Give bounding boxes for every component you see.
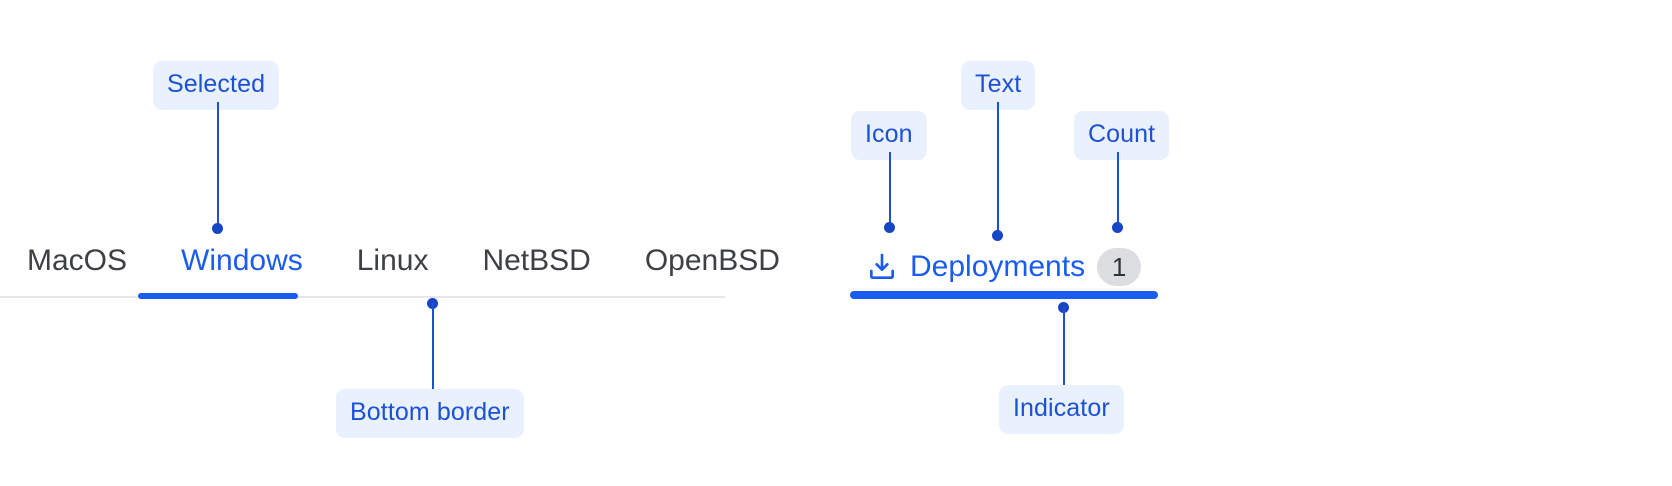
tab-deployments-label: Deployments [910, 250, 1086, 283]
callout-selected: Selected [153, 61, 280, 110]
callout-count: Count [1074, 111, 1170, 160]
tab-netbsd[interactable]: NetBSD [455, 246, 617, 276]
leader-dot-selected [212, 223, 223, 234]
tab-deployments[interactable]: Deployments 1 [866, 248, 1142, 286]
leader-line-count [1117, 152, 1119, 228]
tab-macos[interactable]: MacOS [0, 246, 154, 276]
tab-macos-label: MacOS [27, 244, 128, 277]
tab-netbsd-label: NetBSD [482, 244, 591, 277]
tab-windows-label: Windows [181, 244, 303, 277]
tab-windows[interactable]: Windows [154, 246, 330, 276]
callout-indicator: Indicator [999, 385, 1124, 434]
tab-list: MacOS Windows Linux NetBSD OpenBSD [0, 246, 807, 276]
leader-line-bottom-border [432, 303, 434, 389]
tab-selected-underline [138, 293, 298, 299]
leader-dot-icon [884, 222, 895, 233]
tab-linux[interactable]: Linux [330, 246, 456, 276]
leader-line-text [997, 102, 999, 236]
tab-openbsd-label: OpenBSD [644, 244, 780, 277]
leader-dot-text [992, 230, 1003, 241]
tab-deployments-indicator [850, 291, 1158, 299]
tab-deployments-count-badge: 1 [1097, 248, 1142, 286]
leader-line-indicator [1063, 307, 1065, 385]
download-icon [870, 253, 894, 279]
tab-openbsd[interactable]: OpenBSD [618, 246, 807, 276]
callout-icon: Icon [851, 111, 927, 160]
tab-linux-label: Linux [356, 244, 429, 277]
callout-text: Text [961, 61, 1036, 110]
callout-bottom-border: Bottom border [336, 389, 524, 438]
leader-line-icon [889, 152, 891, 228]
leader-line-selected [217, 102, 219, 230]
leader-dot-count [1112, 222, 1123, 233]
tab-bar-plain: MacOS Windows Linux NetBSD OpenBSD [0, 246, 780, 298]
